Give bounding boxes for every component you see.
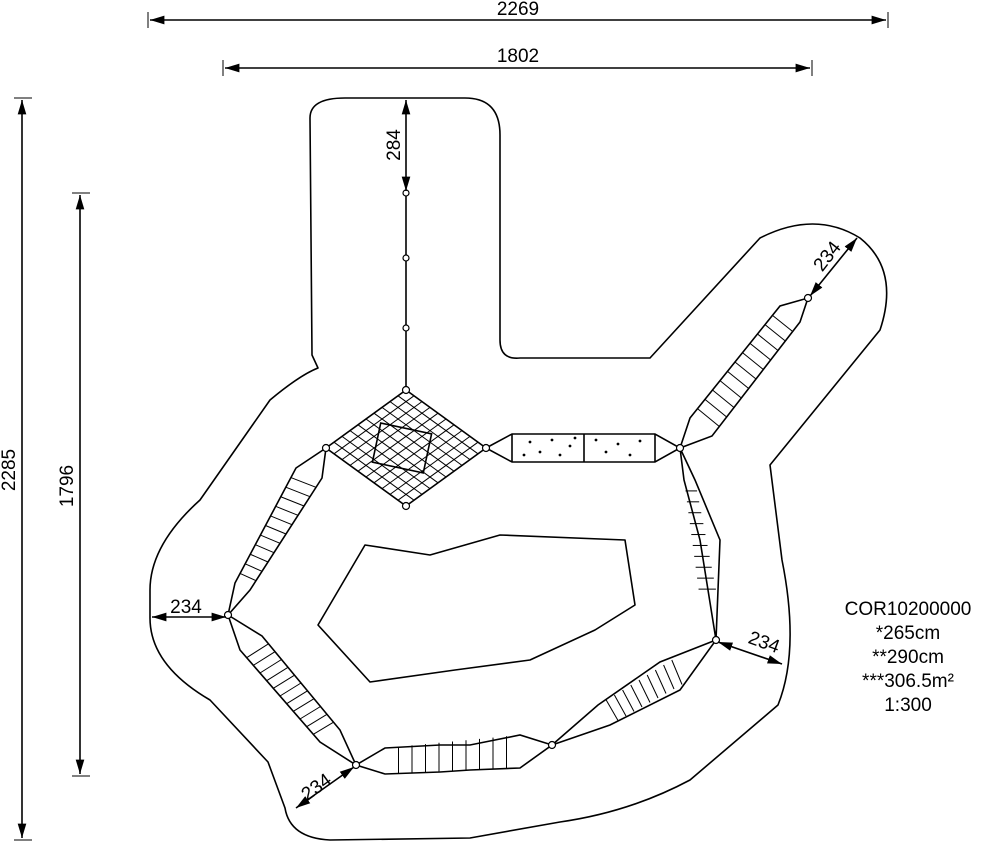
left-ladder xyxy=(226,446,328,618)
free-fall-height: *265cm xyxy=(875,623,941,644)
top-bridge xyxy=(484,433,682,463)
lower-left-ladder xyxy=(226,613,358,768)
right-ladder xyxy=(679,447,721,641)
dim-overall-depth xyxy=(14,97,32,841)
dim-equipment-depth xyxy=(72,192,90,777)
label-clearance-lower-left: 234 xyxy=(298,769,336,805)
drawing-scale: 1:300 xyxy=(884,695,932,716)
connection-nodes xyxy=(223,293,813,770)
label-top-clearance: 284 xyxy=(384,129,405,161)
dim-clearance-upper-right xyxy=(809,237,858,297)
lower-right-ladder xyxy=(551,638,719,746)
label-clearance-upper-right: 234 xyxy=(810,237,846,275)
dim-overall-width xyxy=(147,12,889,28)
dim-equipment-width xyxy=(222,60,813,76)
label-overall-width: 2269 xyxy=(497,0,539,20)
info-block: COR10200000 *265cm **290cm ***306.5m² 1:… xyxy=(838,598,978,718)
diamond-net xyxy=(324,389,488,507)
bottom-bridge xyxy=(354,734,554,775)
upper-right-ladder xyxy=(678,296,810,450)
safety-area: ***306.5m² xyxy=(862,671,954,692)
dim-clearance-right xyxy=(717,641,783,665)
label-clearance-left: 234 xyxy=(170,597,202,618)
label-equipment-depth: 1796 xyxy=(57,465,78,507)
product-code: COR10200000 xyxy=(844,599,972,620)
label-equipment-width: 1802 xyxy=(497,46,539,67)
dim-clearance-lower-left xyxy=(295,766,355,809)
inner-island xyxy=(317,534,636,683)
safety-zone-outline xyxy=(149,97,888,841)
top-rope xyxy=(402,189,410,390)
max-height: **290cm xyxy=(872,647,944,668)
label-overall-depth: 2285 xyxy=(0,449,20,491)
